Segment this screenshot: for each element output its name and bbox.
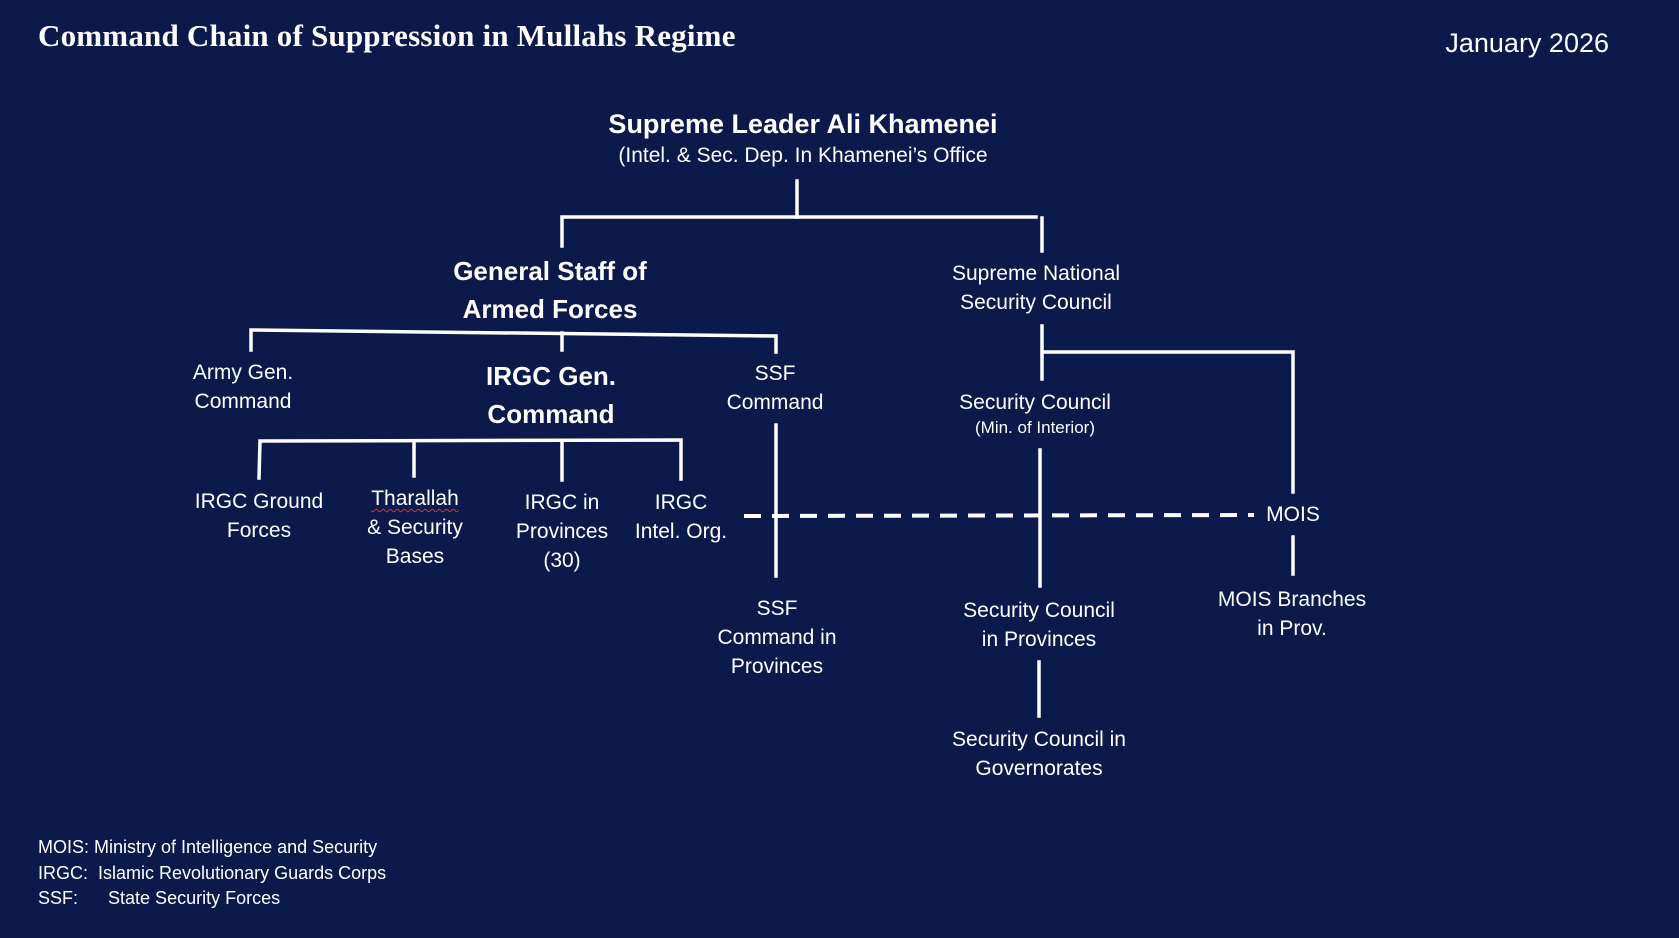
node-line: Command in (717, 626, 837, 649)
node-line: Security Council in (952, 728, 1126, 751)
node-tharallah-bases: Tharallah & Security Bases (367, 484, 463, 571)
abbreviation-legend: MOIS: Ministry of Intelligence and Secur… (38, 835, 386, 912)
node-irgc-ground-forces: IRGC Ground Forces (195, 487, 323, 545)
node-line: Command (487, 399, 615, 429)
node-mois: MOIS (1266, 500, 1320, 529)
node-line: Provinces (730, 655, 824, 678)
node-ssf-command: SSF Command (727, 359, 824, 417)
node-security-council-provinces: Security Council in Provinces (963, 596, 1115, 654)
node-line: Supreme National (951, 262, 1121, 285)
legend-abbr: MOIS: (38, 837, 90, 857)
node-line: in Provinces (981, 628, 1097, 651)
node-subtitle: (Min. of Interior) (975, 418, 1095, 437)
node-line: & Security (367, 516, 463, 539)
node-irgc-gen-command: IRGC Gen. Command (486, 357, 616, 433)
node-line: IRGC Gen. (485, 361, 617, 391)
edge-snsc-to-mois (1041, 350, 1295, 494)
node-line: IRGC in (524, 491, 600, 514)
node-line: Command (726, 391, 824, 414)
node-title: Supreme Leader Ali Khamenei (608, 109, 998, 139)
node-supreme-leader: Supreme Leader Ali Khamenei (Intel. & Se… (608, 107, 997, 171)
node-army-gen-command: Army Gen. Command (193, 358, 293, 416)
node-line: IRGC (654, 491, 708, 514)
legend-text: Islamic Revolutionary Guards Corps (98, 862, 387, 883)
node-line: MOIS (1266, 503, 1320, 526)
node-ssf-command-in-provinces: SSF Command in Provinces (717, 594, 836, 681)
node-line: SSF (754, 362, 796, 385)
node-line: Intel. Org. (634, 520, 728, 543)
node-snsc: Supreme National Security Council (952, 259, 1120, 317)
edge-irgc-branch (257, 438, 683, 481)
node-line: Forces (226, 519, 292, 542)
node-subtitle: (Intel. & Sec. Dep. In Khamenei’s Office (618, 144, 988, 167)
node-line: Security Council (959, 391, 1111, 414)
legend-row-ssf: SSF: State Security Forces (38, 886, 386, 912)
node-line: in Prov. (1257, 617, 1327, 640)
node-irgc-intel-org: IRGC Intel. Org. (635, 488, 727, 546)
node-line: MOIS Branches (1217, 588, 1367, 611)
node-line: Tharallah (371, 487, 459, 510)
node-line: Governorates (975, 757, 1103, 780)
node-line: General Staff of (453, 256, 647, 286)
node-mois-branches: MOIS Branches in Prov. (1218, 585, 1366, 643)
node-line: (30) (543, 549, 581, 572)
node-line: Armed Forces (462, 294, 638, 324)
date-label: January 2026 (1445, 28, 1609, 58)
node-security-council-governorates: Security Council in Governorates (952, 725, 1126, 783)
legend-row-mois: MOIS: Ministry of Intelligence and Secur… (38, 835, 386, 861)
node-line: Army Gen. (192, 361, 294, 384)
legend-text: Ministry of Intelligence and Security (94, 837, 378, 857)
node-line: Bases (385, 545, 445, 568)
legend-abbr: IRGC: (38, 862, 89, 883)
node-general-staff: General Staff of Armed Forces (453, 252, 647, 328)
node-security-council: Security Council (Min. of Interior) (959, 388, 1111, 439)
edge-gs-branch (249, 328, 778, 354)
node-line: SSF (756, 597, 798, 620)
node-line: IRGC Ground (194, 490, 324, 513)
node-line: Provinces (515, 520, 609, 543)
node-irgc-in-provinces: IRGC in Provinces (30) (516, 488, 608, 575)
page-title: Command Chain of Suppression in Mullahs … (38, 18, 736, 53)
legend-abbr: SSF: (38, 888, 79, 908)
edge-leader-branch (560, 215, 1038, 248)
legend-text: State Security Forces (108, 888, 281, 908)
legend-row-irgc: IRGC: Islamic Revolutionary Guards Corps (38, 861, 386, 887)
edge-dashed-irgc-intel-mois (743, 513, 1255, 518)
node-line: Command (194, 390, 292, 413)
node-line: Security Council (960, 291, 1112, 314)
node-line: Security Council (963, 599, 1115, 622)
